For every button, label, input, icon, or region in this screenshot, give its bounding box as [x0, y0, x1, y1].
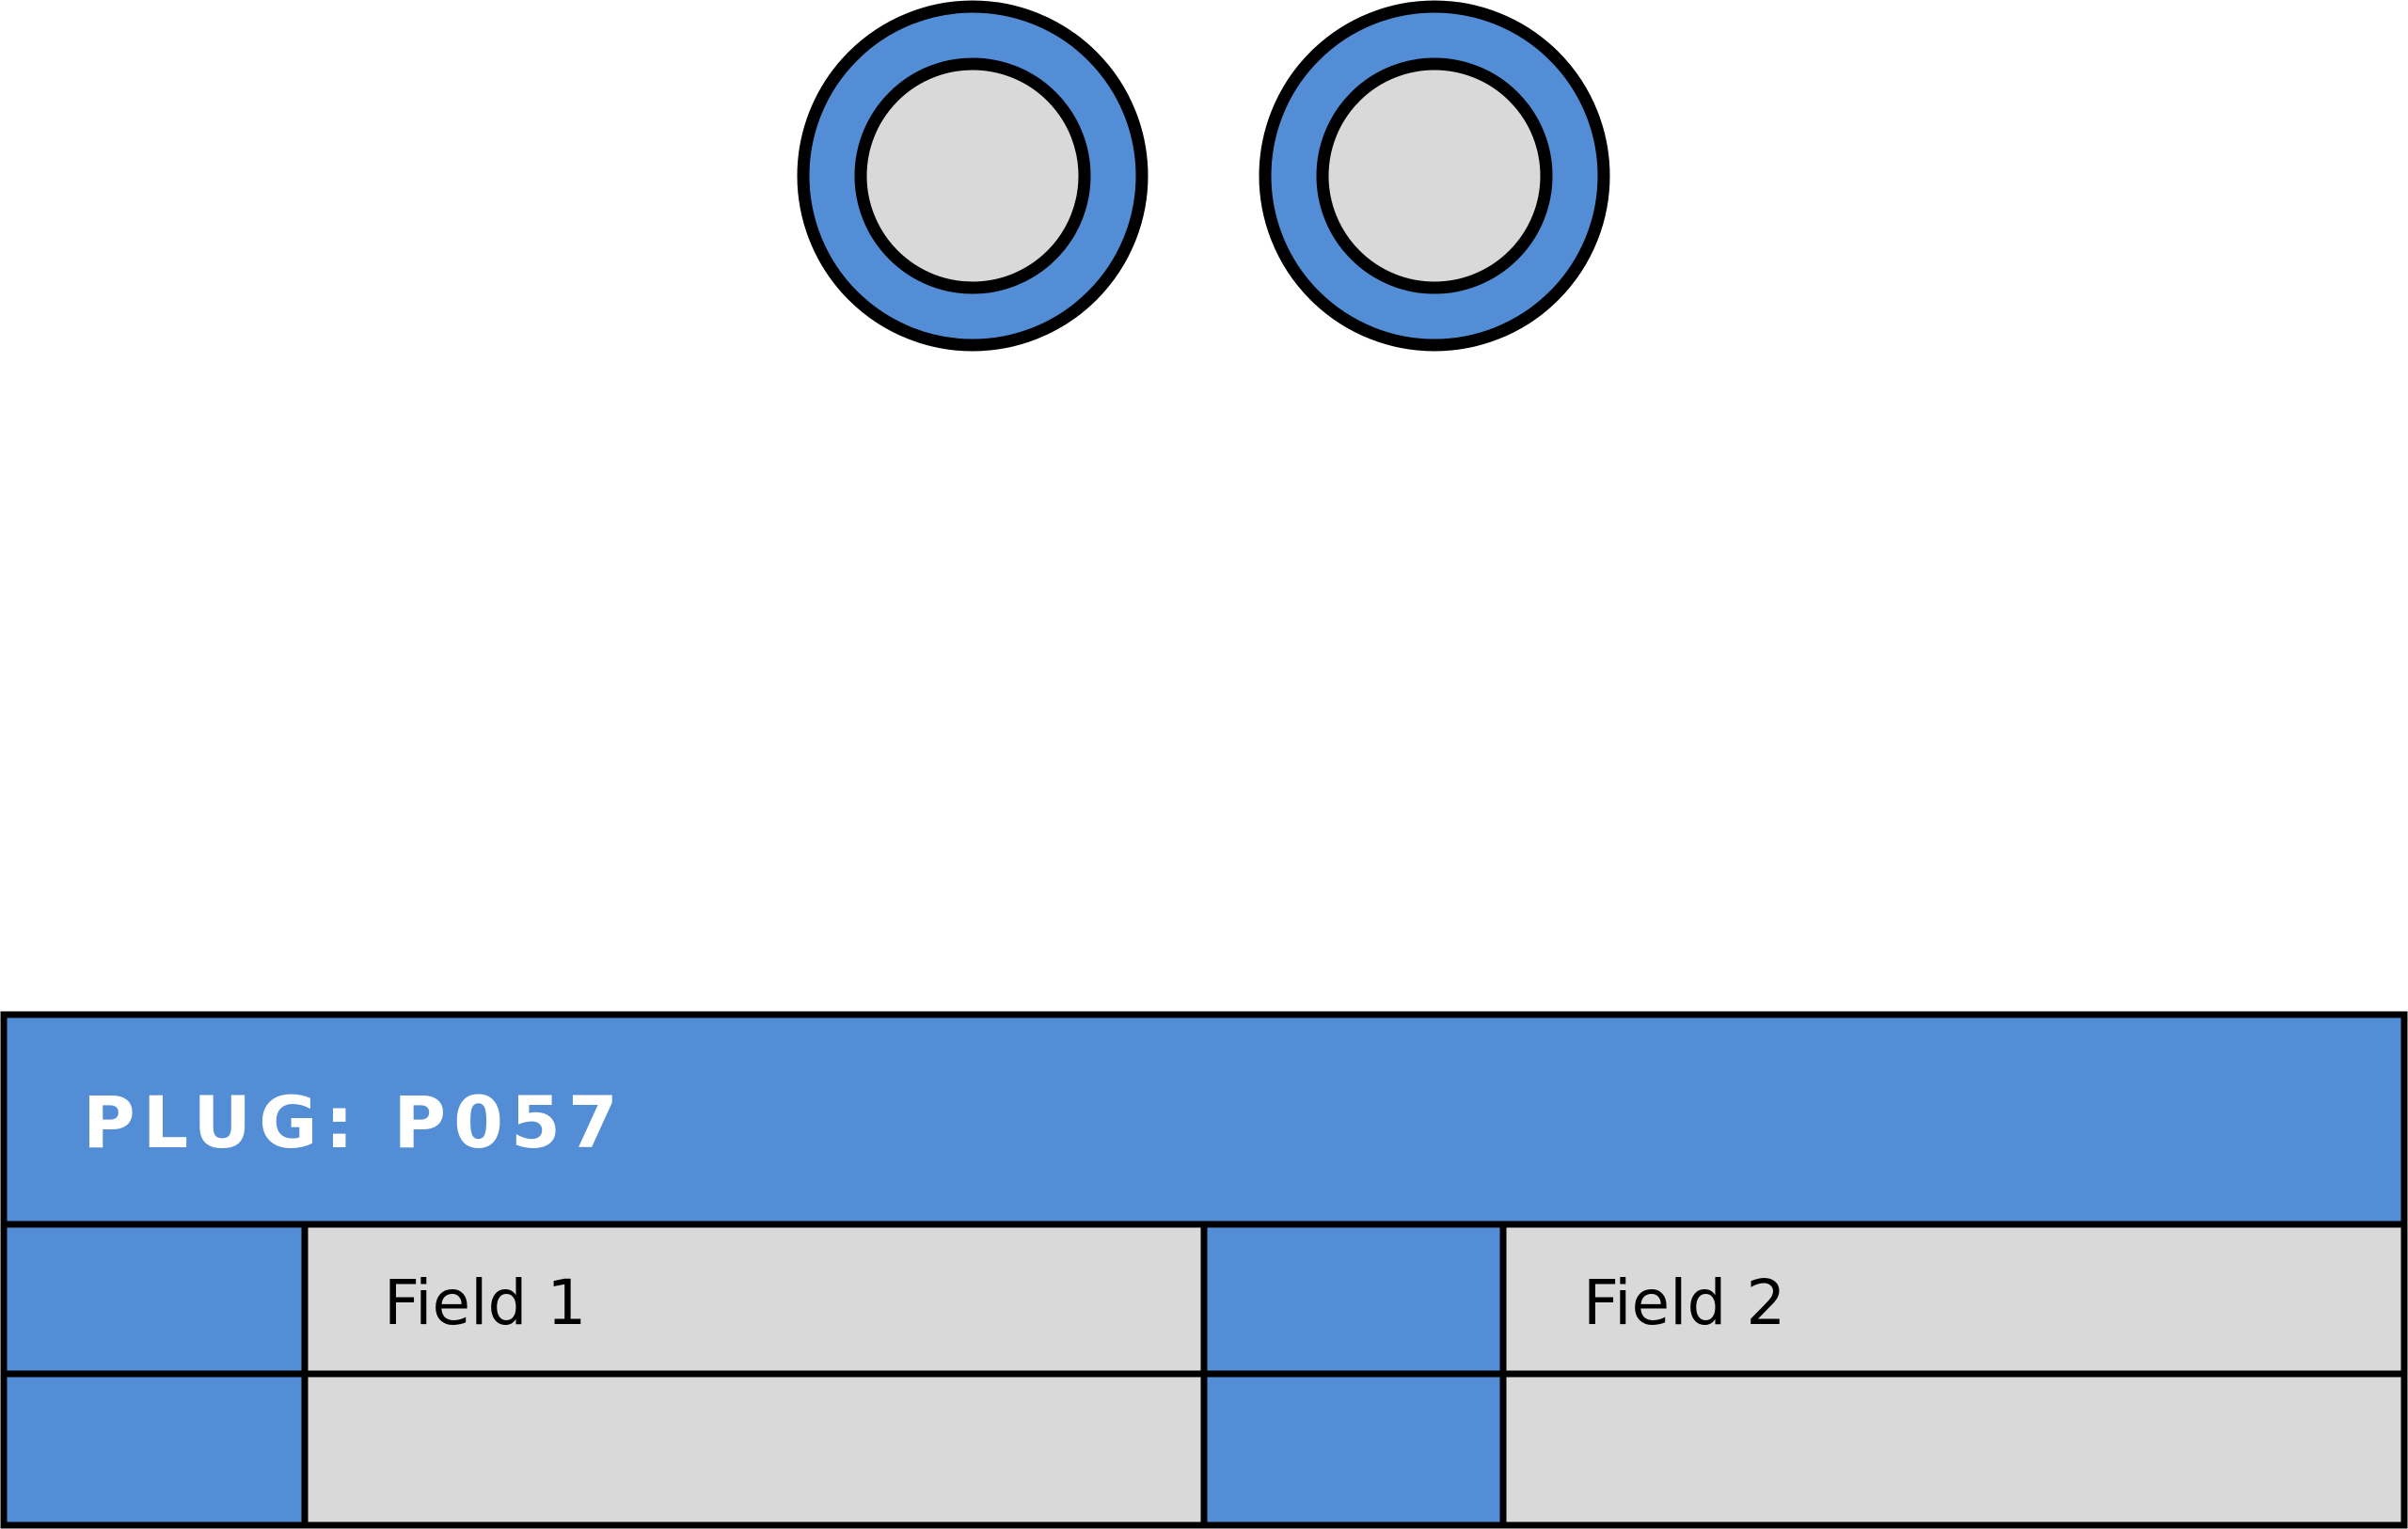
connector-pin-2 [1259, 0, 1610, 352]
field-2-label: Field 2 [1583, 1267, 1785, 1339]
row1-color-cell-2 [1200, 1221, 1507, 1378]
pin-socket [1316, 57, 1553, 294]
row2-color-cell-2 [1200, 1370, 1507, 1529]
row1-field-cell-2 [1499, 1221, 2408, 1378]
row2-field-cell-1 [301, 1370, 1208, 1529]
row1-color-cell-1 [0, 1221, 309, 1378]
row2-field-cell-2 [1499, 1370, 2408, 1529]
plug-title: PLUG: P057 [83, 1080, 626, 1164]
pin-socket [854, 57, 1091, 294]
row2-color-cell-1 [0, 1370, 309, 1529]
connector-pin-1 [797, 0, 1149, 352]
plug-table: PLUG: P057 Field 1 Field 2 [0, 1011, 2408, 1529]
field-1-label: Field 1 [384, 1267, 586, 1339]
